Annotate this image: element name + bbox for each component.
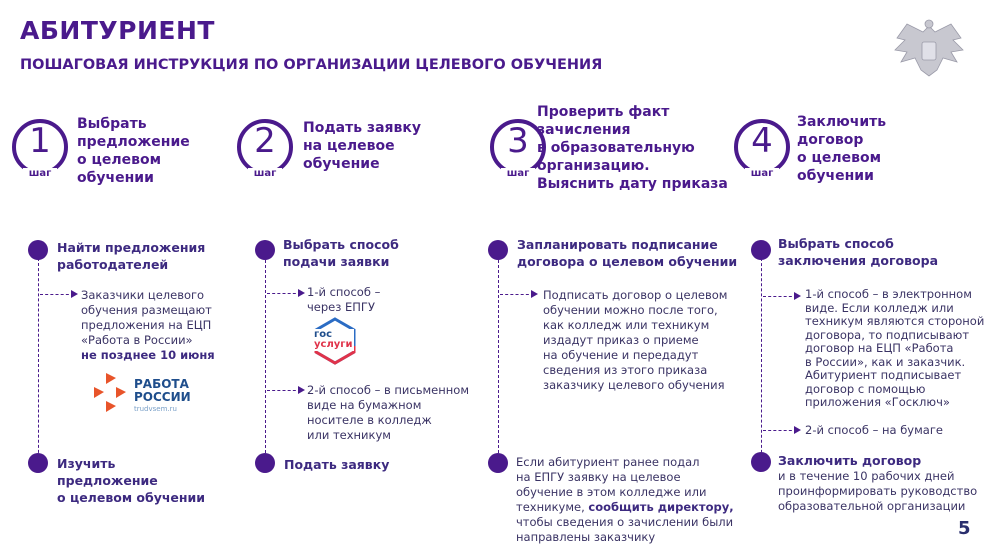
timeline-dot	[28, 240, 48, 260]
timeline-line	[761, 253, 762, 463]
page-title: АБИТУРИЕНТ	[20, 16, 215, 45]
timeline-dot	[751, 452, 771, 472]
timeline-dot	[751, 240, 771, 260]
arrow-icon	[500, 290, 538, 298]
page-subtitle: ПОШАГОВАЯ ИНСТРУКЦИЯ ПО ОРГАНИЗАЦИИ ЦЕЛЕ…	[20, 57, 603, 73]
timeline-line	[265, 255, 266, 463]
arrow-icon	[763, 426, 801, 434]
timeline-dot	[255, 240, 275, 260]
col4-way-2: 2-й способ – на бумаге	[805, 423, 943, 437]
timeline-dot	[255, 453, 275, 473]
timeline-dot	[488, 453, 508, 473]
timeline-dot	[28, 453, 48, 473]
timeline-dot	[488, 240, 508, 260]
arrow-icon	[763, 292, 801, 300]
arrow-icon	[267, 289, 305, 297]
arrow-icon	[267, 386, 305, 394]
arrow-icon	[40, 290, 78, 298]
col2-way-1: 1-й способ –через ЕПГУ	[307, 285, 381, 314]
page-number: 5	[958, 518, 971, 539]
timeline-line	[498, 255, 499, 463]
col2-bottom-heading: Подать заявку	[284, 457, 390, 472]
timeline-line	[38, 258, 39, 463]
coat-of-arms-emblem	[893, 18, 965, 82]
